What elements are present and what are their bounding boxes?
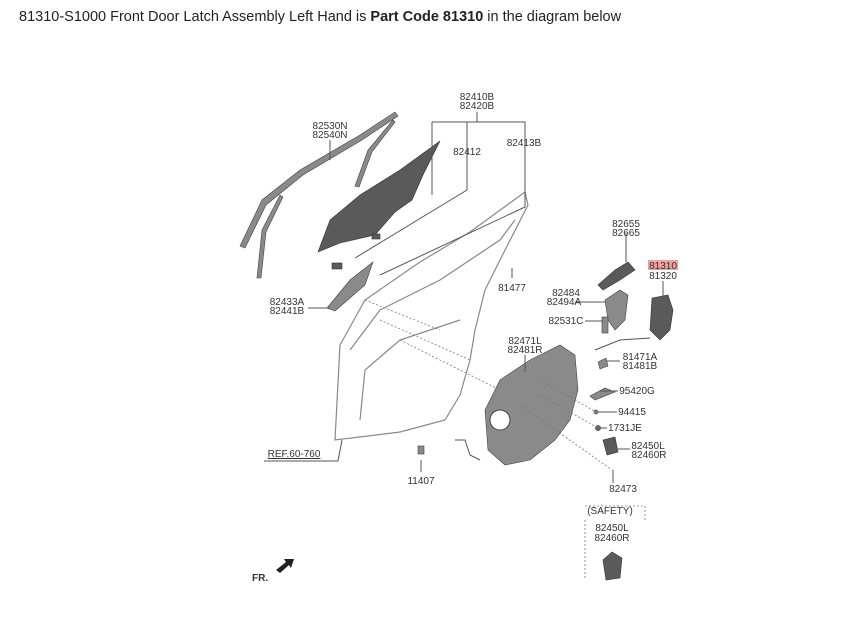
label-82481R[interactable]: 82481R — [507, 345, 542, 356]
label-82531C[interactable]: 82531C — [548, 316, 583, 327]
door-frame — [334, 190, 529, 441]
label-82540N[interactable]: 82540N — [312, 130, 347, 141]
label-82530N[interactable]: 82530N — [312, 121, 347, 132]
diagram-caption: 81310-S1000 Front Door Latch Assembly Le… — [19, 9, 621, 25]
label-95420G[interactable]: 95420G — [619, 386, 655, 397]
label-82441B[interactable]: 82441B — [270, 306, 305, 317]
quarter-glass — [326, 261, 374, 312]
door-latch — [649, 294, 674, 341]
label-81481B[interactable]: 81481B — [623, 361, 658, 372]
label-11407[interactable]: 11407 — [407, 476, 435, 487]
label-81320[interactable]: 81320 — [649, 271, 677, 282]
label-safety-82450L[interactable]: 82450L — [595, 523, 629, 534]
label-82412[interactable]: 82412 — [453, 147, 481, 158]
label-safety-82460R[interactable]: 82460R — [594, 533, 629, 544]
part-labels: 82410B 82420B 82530N 82540N 82412 82413B… — [252, 92, 678, 584]
label-82655[interactable]: 82655 — [612, 219, 640, 230]
label-81310[interactable]: 81310 — [649, 261, 677, 272]
highlight-81310 — [648, 260, 678, 270]
label-81477[interactable]: 81477 — [498, 283, 526, 294]
outside-handle — [597, 261, 636, 291]
handle-bracket — [604, 289, 629, 331]
door-glass — [317, 140, 441, 253]
label-82460R[interactable]: 82460R — [631, 450, 666, 461]
window-run-channel — [239, 111, 399, 249]
channel-front — [354, 119, 396, 188]
label-82450L[interactable]: 82450L — [631, 441, 665, 452]
label-82420B[interactable]: 82420B — [460, 101, 495, 112]
caption-part-code: Part Code 81310 — [370, 9, 484, 25]
label-94415[interactable]: 94415 — [618, 407, 646, 418]
label-safety: (SAFETY) — [587, 506, 633, 517]
label-82413B[interactable]: 82413B — [507, 138, 542, 149]
caption-suffix: in the diagram below — [483, 9, 622, 25]
glass-clip — [371, 233, 381, 240]
label-fr: FR. — [252, 573, 268, 584]
caption-text: 81310-S1000 Front Door Latch Assembly Le… — [19, 9, 371, 25]
label-82494A[interactable]: 82494A — [547, 297, 582, 308]
window-regulator — [484, 344, 579, 466]
label-82410B[interactable]: 82410B — [460, 92, 495, 103]
label-ref-60-760[interactable]: REF.60-760 — [268, 449, 321, 460]
label-82433A[interactable]: 82433A — [270, 297, 305, 308]
forward-arrow-icon — [276, 559, 294, 573]
label-81471A[interactable]: 81471A — [623, 352, 658, 363]
label-82471L[interactable]: 82471L — [508, 336, 542, 347]
label-82473[interactable]: 82473 — [609, 484, 637, 495]
channel-rear — [256, 194, 284, 279]
glass-clip-2 — [331, 262, 343, 270]
label-82665[interactable]: 82665 — [612, 228, 640, 239]
label-1731JE[interactable]: 1731JE — [608, 423, 642, 434]
label-82484[interactable]: 82484 — [552, 288, 580, 299]
